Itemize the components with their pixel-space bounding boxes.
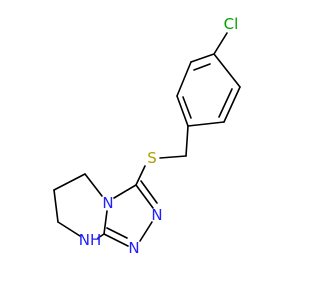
nitrogen-2-atom-label: N: [151, 206, 162, 224]
bond-ring-5: [176, 61, 192, 97]
bond-ring-6: [190, 53, 215, 63]
bond-s-c3: [135, 165, 146, 186]
nh-atom-label: NH: [79, 231, 102, 249]
bond-ch2-s: [159, 155, 187, 159]
bond-ring-6-inner: [193, 63, 211, 71]
bond-ring-1: [213, 53, 241, 88]
bond-c3-n2-double: [140, 180, 158, 204]
bond-ring-4-inner: [182, 96, 192, 119]
bond-n8-c8a: [97, 233, 105, 239]
nitrogen-1-atom-label: N: [128, 239, 139, 257]
bond-ring-2-inner: [218, 88, 233, 118]
bond-ring-4: [176, 95, 189, 127]
bond-c8a-n4: [103, 210, 108, 235]
molecular-structure: Cl S N N N NH: [53, 15, 241, 257]
bond-n1-c8a-double: [106, 227, 128, 239]
nitrogen-4-atom-label: N: [102, 194, 113, 212]
bond-n4-c5: [84, 173, 103, 197]
bond-c7-n8: [57, 221, 81, 237]
bond-c3-n2: [135, 184, 154, 209]
bond-n4-c3: [113, 184, 137, 199]
bond-n1-c8a: [103, 233, 129, 247]
bond-ring-ch2: [185, 125, 189, 157]
bond-ring-2: [223, 86, 241, 123]
bond-c5-c6: [53, 173, 86, 191]
bond-n2-n1: [139, 221, 153, 242]
bonds: [53, 32, 241, 247]
sulfur-atom-label: S: [147, 149, 157, 167]
bond-c6-c7: [53, 189, 59, 223]
atom-labels: Cl S N N N NH: [79, 15, 239, 257]
bond-c-cl: [213, 32, 228, 55]
bond-ring-3: [187, 121, 225, 127]
chlorine-atom-label: Cl: [224, 15, 239, 33]
